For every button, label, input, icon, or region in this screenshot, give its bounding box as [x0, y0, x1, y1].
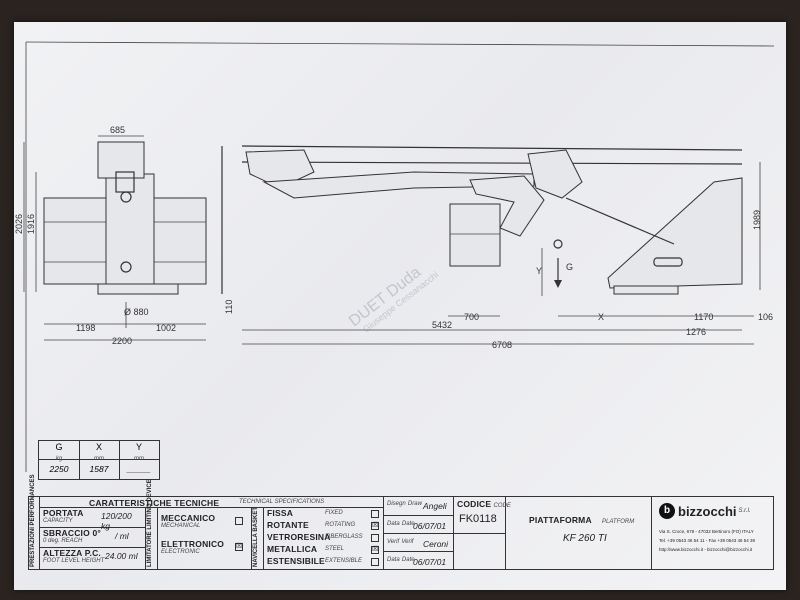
cog-value-x: 1587	[89, 464, 109, 474]
dim-height-upper: 1916	[26, 214, 36, 234]
drawn-by-name: Angeli	[423, 501, 447, 511]
side-boom-arm	[262, 171, 535, 199]
limiter-electronic: ELETTRONICO ELECTRONIC	[161, 539, 225, 555]
drawn-by: Disegn Draw	[387, 501, 422, 507]
date-1: Data Date	[387, 521, 415, 527]
code-value: FK0118	[459, 513, 497, 525]
spec-height: ALTEZZA P.C. FOOT LEVEL HEIGHT 24.00 ml	[43, 548, 138, 564]
date-2: Data Date	[387, 557, 415, 563]
company-name: bizzocchi	[678, 503, 737, 519]
company-web: http://www.bizzocchi.it - bizzocchi@bizz…	[659, 547, 753, 552]
dim-base-right: 1002	[156, 323, 176, 333]
frame-top-line	[25, 41, 775, 47]
dim-height-total: 2026	[14, 214, 24, 234]
verified-by-name: Ceroni	[423, 539, 449, 549]
dim-right-length: 1170	[694, 312, 713, 322]
cog-value-g: 2250	[49, 464, 69, 474]
side-joint	[527, 149, 583, 199]
code-label: CODICE CODE	[457, 499, 511, 509]
side-base-plate	[613, 285, 679, 295]
side-basket	[449, 203, 501, 267]
dim-overall-length: 6708	[492, 340, 512, 350]
front-head	[97, 141, 145, 179]
label-g: G	[566, 262, 573, 272]
cog-header-x: X	[95, 442, 102, 452]
center-of-gravity-icon	[553, 239, 563, 249]
company-address: Via S. Croce, 678 - 47032 Bertinoro (FO)…	[659, 529, 754, 534]
dim-bottom-offset: 110	[224, 300, 234, 314]
limiter-mechanical-checkbox	[235, 517, 243, 525]
platform-label: PIATTAFORMA PLATFORM	[529, 515, 635, 525]
limiter-mechanical: MECCANICO MECHANICAL	[161, 513, 216, 529]
cog-header-g: G	[55, 442, 63, 452]
label-y: Y	[536, 266, 542, 276]
technical-drawing: 685 2026 1916 1198 Ø 880 1002 2200 110	[14, 41, 775, 472]
front-base-plate	[97, 283, 179, 295]
performance-side-label: PRESTAZIONI PERFORMANCES	[30, 474, 36, 567]
watermark: DUET Duda Giuseppe Cessanacchi	[346, 264, 440, 335]
basket-side-label: NAVICELLA BASKET	[253, 506, 259, 567]
company-block: b bizzocchi S.r.l. Via S. Croce, 678 - 4…	[659, 503, 771, 552]
date-1-value: 06/07/01	[413, 521, 447, 531]
dim-length-mid: 5432	[432, 320, 452, 330]
verified-by: Verif Verif	[387, 539, 414, 545]
cog-header-y: Y	[135, 442, 142, 452]
label-x: X	[598, 312, 604, 322]
dim-base-left: 1198	[76, 323, 95, 333]
dim-basket-width: 700	[464, 312, 479, 322]
dim-end-offset: 106	[758, 312, 773, 322]
title-block: PRESTAZIONI PERFORMANCES CARATTERISTICHE…	[28, 474, 774, 570]
drawing-sheet: 685 2026 1916 1198 Ø 880 1002 2200 110	[14, 22, 786, 590]
dim-base-diameter: Ø 880	[124, 307, 149, 317]
company-phone: Tel. +39 0543 46 54 11 - Fax +39 0543 46…	[659, 538, 755, 543]
specs-header: CARATTERISTICHE TECNICHE	[89, 498, 220, 508]
cog-value-y: _____	[127, 464, 151, 474]
date-2-value: 06/07/01	[413, 557, 447, 567]
dim-height-side: 1989	[752, 210, 762, 230]
company-logo-icon: b	[659, 503, 675, 519]
limiter-side-label: LIMITATORE LIMITING DEVICE	[147, 479, 153, 567]
front-view: 685 2026 1916 1198 Ø 880 1002 2200 110	[14, 125, 234, 346]
company-suffix: S.r.l.	[738, 508, 751, 514]
side-turret	[607, 177, 743, 289]
spec-reach: SBRACCIO 0° 0 deg. REACH / ml	[43, 528, 129, 544]
platform-model: KF 260 TI	[563, 533, 607, 544]
dim-overall-width: 2200	[112, 336, 132, 346]
dim-right-total: 1276	[686, 327, 706, 337]
specs-header-en: TECHNICAL SPECIFICATIONS	[239, 499, 325, 505]
side-basket-arm	[469, 175, 545, 237]
side-view: G Y X 1170 106 700 5432 1276 6708 1989	[221, 145, 773, 350]
spec-capacity: PORTATA CAPACITY 120/200 kg	[43, 508, 132, 531]
dim-top-width: 685	[110, 125, 125, 135]
limiter-electronic-checkbox: ☒	[235, 543, 243, 551]
